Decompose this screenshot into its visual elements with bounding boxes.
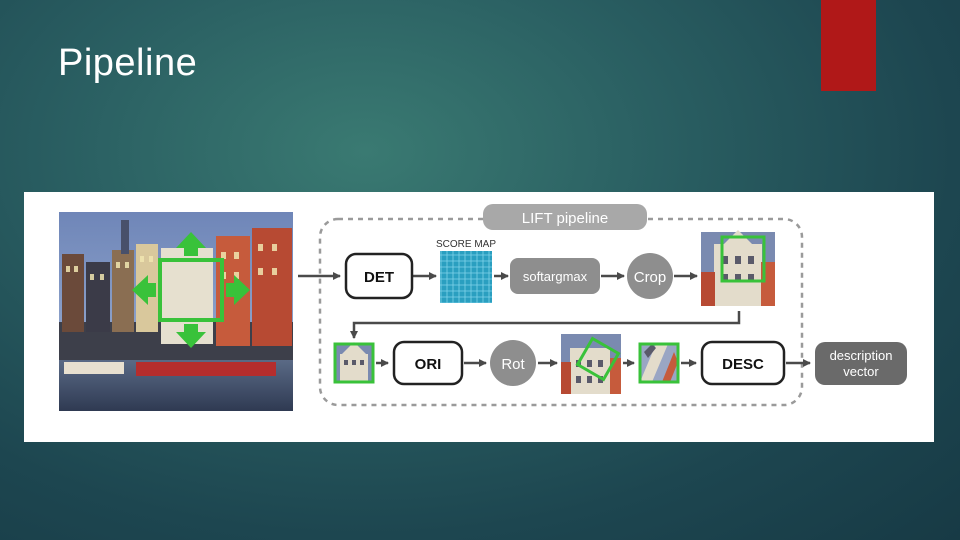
rot-node — [490, 340, 536, 386]
output-label-line1: description — [830, 348, 893, 363]
output-label-line2: vector — [843, 364, 879, 379]
pipeline-frame-label-bg — [483, 204, 647, 230]
description-vector-output — [815, 342, 907, 385]
diagram-panel: LIFT pipeline DET SCORE MAP softargmax C… — [24, 192, 934, 442]
desc-node — [700, 340, 786, 386]
ori-node-label: ORI — [415, 356, 442, 373]
det-node-label: DET — [364, 269, 394, 286]
pipeline-frame-label: LIFT pipeline — [522, 210, 608, 227]
ori-node — [392, 340, 464, 386]
det-node — [344, 252, 414, 300]
crop-node-label: Crop — [634, 269, 667, 286]
pipeline-diagram: LIFT pipeline DET SCORE MAP softargmax C… — [59, 204, 907, 411]
rot-node-label: Rot — [501, 356, 525, 373]
rotated-region-image — [561, 334, 621, 394]
softargmax-node — [510, 258, 600, 294]
score-map-image — [440, 251, 492, 303]
crop-node — [627, 253, 673, 299]
patch-input-image — [333, 342, 375, 384]
score-map-label: SCORE MAP — [436, 239, 496, 250]
arrow-return-row2 — [350, 311, 741, 339]
desc-node-label: DESC — [722, 356, 764, 373]
input-street-photo — [59, 212, 293, 411]
rotated-patch-image — [638, 342, 680, 384]
slide-title: Pipeline — [58, 42, 198, 84]
accent-bar — [821, 0, 876, 91]
cropped-patch-image — [701, 230, 775, 306]
softargmax-node-label: softargmax — [523, 269, 588, 284]
